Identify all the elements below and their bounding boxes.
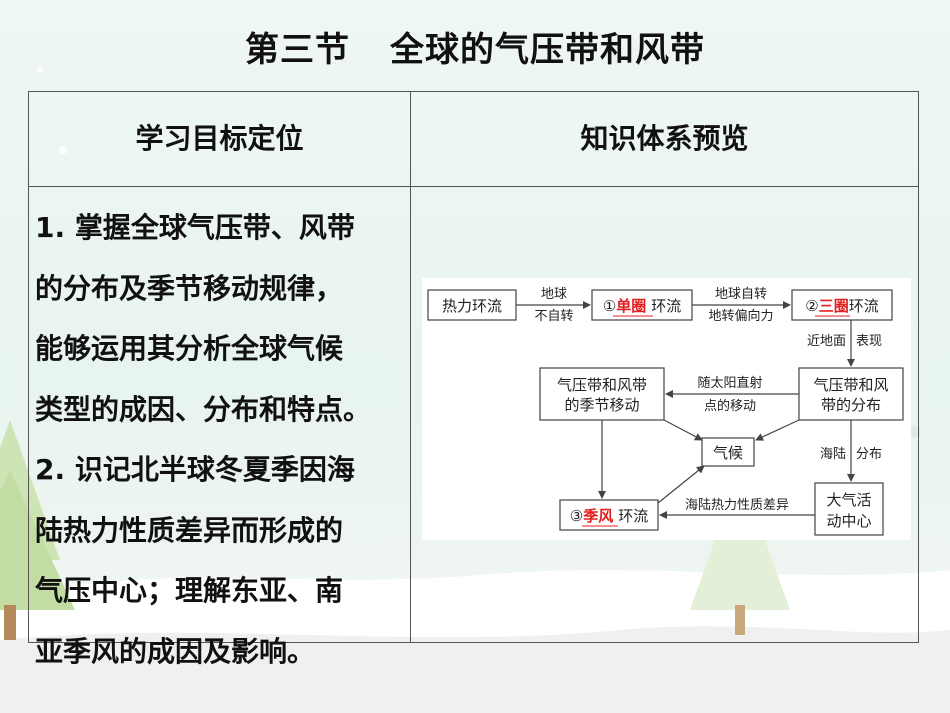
table-row-divider [29, 186, 918, 187]
box-centers-line1: 大气活 [826, 491, 871, 509]
box-monsoon [559, 499, 659, 531]
objective-line: 陆热力性质差异而形成的 [35, 513, 344, 547]
edge3-right-label: 表现 [856, 334, 882, 349]
circled-number-3: ③ [570, 507, 583, 525]
section-number: 第三节 [245, 30, 350, 70]
arrow-seasonal-to-climate [663, 419, 703, 441]
circled-number-1: ① [603, 297, 616, 315]
tree-left [0, 420, 75, 640]
fill-answer-monsoon: 季风 [583, 507, 613, 525]
box-thermal-label: 热力环流 [442, 297, 502, 315]
flow-diagram-svg: 热力环流 ①单圈环流 ②三圈环流 气压带和风 带的分布 气压带和风带 的季节移动… [427, 287, 904, 536]
box-distribution-line1: 气压带和风 [813, 376, 888, 394]
box-single-cell-label: ①单圈环流 [603, 297, 681, 315]
page-title: 第三节全球的气压带和风带 [0, 22, 950, 71]
box-three-cell-label: ②三圈环流 [805, 297, 878, 315]
box-seasonal-movement [539, 367, 665, 421]
section-topic: 全球的气压带和风带 [390, 30, 705, 70]
objective-line: 能够运用其分析全球气候 [35, 332, 344, 365]
box-pressure-centers [814, 482, 884, 536]
box-climate-label: 气候 [713, 444, 743, 462]
edge1-top-label: 地球 [541, 287, 567, 302]
box-seasonal-line2: 的季节移动 [564, 396, 639, 414]
snowflake-dot [59, 146, 67, 154]
learning-objectives-text: 1. 掌握全球气压带、风带 的分布及季节移动规律， 能够运用其分析全球气候 类型… [35, 198, 403, 682]
box-distribution-line2: 带的分布 [821, 396, 881, 414]
box-monsoon-suffix: 环流 [618, 507, 648, 525]
objective-line: 1. 掌握全球气压带、风带 [35, 211, 355, 244]
tree-right [690, 470, 790, 635]
circled-number-2: ② [805, 297, 818, 315]
objective-line: 2. 识记北半球冬夏季因海 [35, 453, 355, 486]
box-climate [701, 437, 755, 467]
box-single-cell [591, 289, 693, 321]
edge5-right-label: 分布 [856, 447, 882, 462]
fill-answer-three: 三圈 [819, 297, 849, 315]
arrow-distribution-to-climate [755, 419, 800, 441]
arrow-monsoon-to-climate [657, 465, 705, 504]
snow-ground-shade [0, 626, 950, 713]
edge4-bottom-label: 点的移动 [704, 398, 756, 414]
edge1-bottom-label: 不自转 [534, 309, 573, 324]
box-seasonal-line1: 气压带和风带 [557, 376, 647, 394]
objective-line: 气压中心；理解东亚、南 [35, 574, 344, 607]
objective-line: 类型的成因、分布和特点。 [35, 392, 372, 426]
header-learning-objectives: 学习目标定位 [135, 122, 304, 155]
box-single-suffix: 环流 [651, 297, 681, 315]
header-knowledge-preview: 知识体系预览 [580, 122, 749, 155]
snowflake-dot [37, 67, 43, 73]
box-three-cell [791, 289, 893, 321]
fill-answer-single: 单圈 [616, 297, 646, 315]
edge2-bottom-label: 地转偏向力 [708, 308, 773, 324]
objective-line: 的分布及季节移动规律， [35, 271, 344, 305]
overview-table: 学习目标定位 知识体系预览 1. 掌握全球气压带、风带 的分布及季节移动规律， … [28, 91, 919, 668]
edge6-label: 海陆热力性质差异 [685, 497, 789, 513]
box-three-suffix: 环流 [849, 297, 879, 315]
objective-line: 亚季风的成因及影响。 [35, 634, 316, 668]
box-centers-line2: 动中心 [826, 512, 871, 530]
edge2-top-label: 地球自转 [715, 287, 767, 302]
edge4-top-label: 随太阳直射 [697, 375, 762, 391]
edge3-left-label: 近地面 [807, 334, 846, 349]
edge5-left-label: 海陆 [820, 446, 846, 462]
table-column-divider [410, 92, 411, 642]
box-monsoon-label: ③季风环流 [570, 507, 648, 525]
knowledge-flow-diagram: 热力环流 ①单圈环流 ②三圈环流 气压带和风 带的分布 气压带和风带 的季节移动… [422, 278, 911, 540]
